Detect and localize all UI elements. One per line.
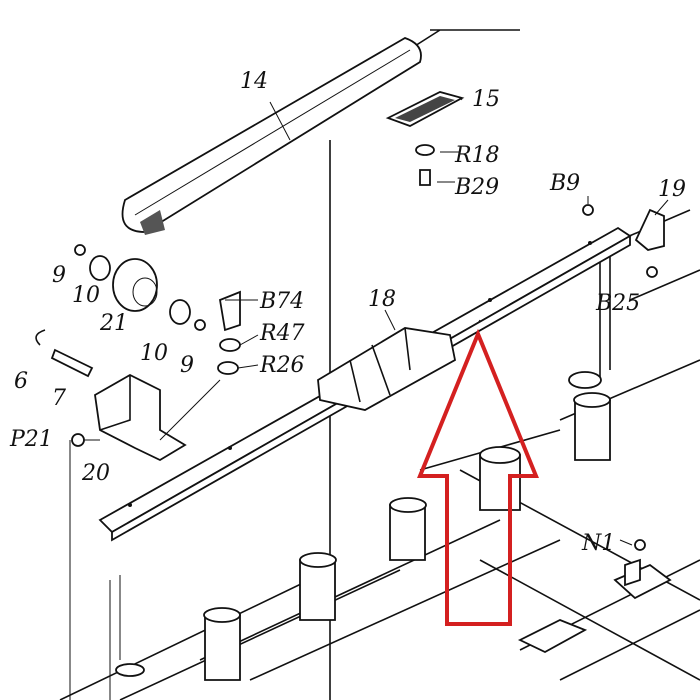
leader-lines [84, 96, 669, 546]
label-r47: R47 [259, 321, 305, 346]
label-19: 19 [658, 177, 686, 202]
pin-part-7 [50, 348, 94, 378]
label-14: 14 [240, 69, 268, 94]
label-15: 15 [472, 87, 500, 112]
label-9b: 9 [180, 353, 194, 378]
label-b29: B29 [454, 175, 499, 200]
pulley-assembly [74, 244, 206, 331]
label-r26: R26 [259, 353, 305, 378]
label-p21: P21 [9, 427, 53, 452]
label-10a: 10 [72, 283, 100, 308]
component-n1 [517, 539, 672, 654]
nut-p21 [71, 433, 85, 447]
label-b25: B25 [595, 291, 640, 316]
label-n1: N1 [581, 531, 615, 556]
belt-part-14 [121, 37, 422, 235]
screw-b29 [419, 169, 431, 186]
screw-b25 [646, 266, 658, 278]
label-21: 21 [99, 311, 128, 336]
bracket-part-19 [634, 208, 665, 251]
part-labels: 14 15 R18 B29 B9 19 9 10 21 10 9 B74 R47… [9, 69, 686, 556]
washer-r26 [217, 361, 239, 375]
clip-part-6 [35, 329, 46, 346]
label-9a: 9 [52, 263, 66, 288]
bracket-part-20 [94, 373, 187, 462]
highlight-arrow [417, 328, 539, 626]
label-b9: B9 [549, 171, 580, 196]
label-10b: 10 [140, 341, 168, 366]
label-b74: B74 [259, 289, 304, 314]
screw-b9 [582, 204, 594, 216]
label-18: 18 [368, 287, 396, 312]
label-r18: R18 [454, 143, 500, 168]
washer-r18 [415, 144, 435, 156]
washer-r47 [219, 338, 241, 352]
label-6: 6 [14, 369, 28, 394]
label-20: 20 [81, 461, 110, 486]
rail-carriage [317, 327, 457, 411]
screw-b74 [218, 290, 241, 332]
label-7: 7 [52, 386, 66, 411]
plate-part-15 [385, 91, 465, 127]
